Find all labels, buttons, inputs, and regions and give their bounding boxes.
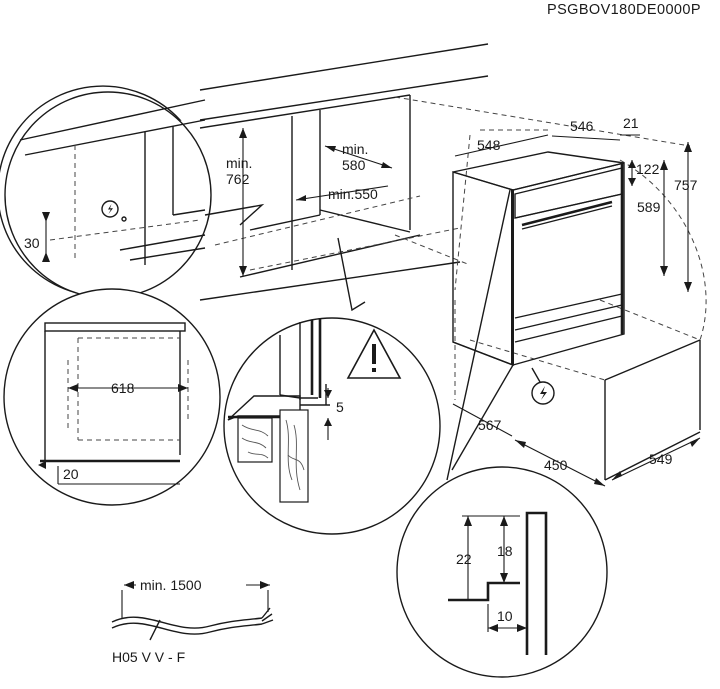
label-450: 450 [544, 457, 568, 473]
detail-circle-depth: 618 20 [3, 288, 221, 506]
oven-dimensions: 548 546 21 122 589 757 567 450 549 [452, 115, 701, 487]
label-18: 18 [497, 543, 513, 559]
cabinet-perspective [199, 43, 707, 481]
dimension-min-580: min. 580 [324, 141, 393, 173]
label-cable-type: H05 V V - F [112, 649, 185, 665]
label-762: 762 [226, 171, 250, 187]
dimension-min-550: min.550 [295, 185, 389, 202]
label-30: 30 [24, 235, 40, 251]
electric-plug-icon [531, 381, 555, 405]
label-549: 549 [649, 451, 673, 467]
power-cable: min. 1500 H05 V V - F [111, 576, 274, 665]
electric-plug-icon-small [101, 200, 119, 218]
label-22: 22 [456, 551, 472, 567]
label-580: 580 [342, 157, 366, 173]
document-code: PSGBOV180DE0000P [547, 2, 701, 18]
label-546: 546 [570, 118, 594, 134]
label-20: 20 [63, 466, 79, 482]
label-757: 757 [674, 177, 698, 193]
warning-triangle-icon [346, 328, 402, 379]
label-589: 589 [637, 199, 661, 215]
label-5: 5 [336, 399, 344, 415]
detail-circle-socket: 30 [0, 85, 212, 299]
label-min-550: min.550 [328, 186, 378, 202]
label-21: 21 [623, 115, 639, 131]
label-cable-length: min. 1500 [140, 577, 202, 593]
label-122: 122 [636, 161, 660, 177]
detail-circle-plinth: 5 [223, 317, 441, 535]
detail-circle-base: 22 18 10 [396, 466, 608, 678]
label-567: 567 [478, 417, 502, 433]
label-10: 10 [497, 608, 513, 624]
label-618: 618 [111, 380, 135, 396]
dimension-min-762: min. 762 [226, 128, 252, 276]
label-548: 548 [477, 137, 501, 153]
label-min-depth: min. [342, 141, 368, 157]
label-min-height: min. [226, 155, 252, 171]
